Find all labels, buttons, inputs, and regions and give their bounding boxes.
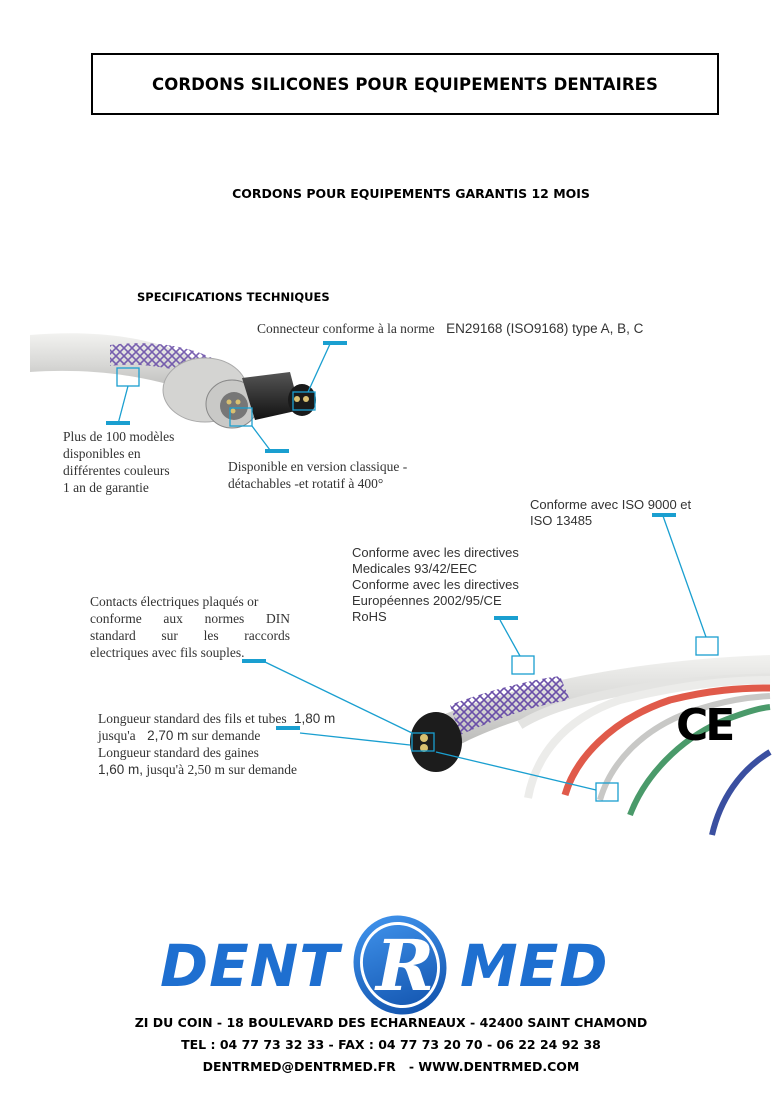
page-title: CORDONS SILICONES POUR EQUIPEMENTS DENTA… xyxy=(152,74,658,94)
contacts-callout: Contacts électriques plaqués or conforme… xyxy=(90,593,290,661)
footer-phones: TEL : 04 77 73 32 33 - FAX : 04 77 73 20… xyxy=(181,1037,601,1052)
length-value: 1,60 m, xyxy=(98,762,144,777)
length-callout: Longueur standard des fils et tubes 1,80… xyxy=(98,710,335,778)
brand-right: MED xyxy=(460,932,609,1000)
length-line-1: Longueur standard des fils et tubes 1,80… xyxy=(98,710,335,727)
footer-web: DENTRMED@DENTRMED.FR - WWW.DENTRMED.COM xyxy=(202,1059,580,1074)
contacts-line: standard sur les raccords xyxy=(90,628,290,643)
length-line-3: Longueur standard des gaines xyxy=(98,745,259,760)
length-line-4: 1,60 m, jusqu'à 2,50 m sur demande xyxy=(98,761,335,778)
contacts-line: electriques avec fils souples. xyxy=(90,645,245,660)
length-line-2: jusqu'a 2,70 m sur demande xyxy=(98,727,335,744)
length-text: Longueur standard des fils et tubes xyxy=(98,711,287,726)
connector-norm: EN29168 (ISO9168) type A, B, C xyxy=(446,321,644,336)
contacts-line: Contacts électriques plaqués or xyxy=(90,594,259,609)
length-value: 2,70 m xyxy=(147,728,189,743)
brand-left: DENT xyxy=(160,932,340,1000)
brand-middle: R xyxy=(376,924,435,1007)
specs-heading: SPECIFICATIONS TECHNIQUES xyxy=(137,290,330,304)
logo-r-emblem xyxy=(353,915,447,1015)
connector-label: Connecteur conforme à la norme xyxy=(257,321,435,336)
iso-line: ISO 13485 xyxy=(530,513,593,528)
directives-line: Européennes 2002/95/CE xyxy=(352,593,502,608)
iso-line: Conforme avec ISO 9000 et xyxy=(530,497,692,512)
directives-line: Conforme avec les directives xyxy=(352,545,519,560)
callout-bars xyxy=(106,341,676,730)
callout-lines xyxy=(116,343,719,802)
footer-address: ZI DU COIN - 18 BOULEVARD DES ECHARNEAUX… xyxy=(134,1015,648,1030)
length-text: jusqu'a xyxy=(98,728,136,743)
bottom-cable-art xyxy=(410,655,772,836)
versions-line: détachables -et rotatif à 400° xyxy=(228,476,384,491)
iso-callout: Conforme avec ISO 9000 et ISO 13485 xyxy=(530,497,691,529)
models-line: Plus de 100 modèles xyxy=(63,429,175,444)
contacts-line: conforme aux normes DIN xyxy=(90,611,290,626)
directives-callout: Conforme avec les directives Medicales 9… xyxy=(352,545,519,625)
ce-mark: CE xyxy=(676,700,735,751)
directives-line: Conforme avec les directives xyxy=(352,577,519,592)
length-text: jusqu'à 2,50 m sur demande xyxy=(146,762,297,777)
connector-callout: Connecteur conforme à la norme EN29168 (… xyxy=(257,320,643,337)
directives-line: Medicales 93/42/EEC xyxy=(352,561,478,576)
brand-logo: DENT R MED xyxy=(160,924,640,1007)
versions-line: Disponible en version classique - xyxy=(228,459,408,474)
title-box: CORDONS SILICONES POUR EQUIPEMENTS DENTA… xyxy=(91,53,719,115)
directives-line: RoHS xyxy=(352,609,387,624)
versions-callout: Disponible en version classique - détach… xyxy=(228,458,407,492)
page-subtitle: CORDONS POUR EQUIPEMENTS GARANTIS 12 MOI… xyxy=(232,186,590,201)
length-value: 1,80 m xyxy=(293,711,336,726)
top-cable-art xyxy=(30,333,316,429)
models-line: 1 an de garantie xyxy=(63,480,149,495)
models-line: disponibles en xyxy=(63,446,141,461)
length-text: sur demande xyxy=(191,728,261,743)
models-line: différentes couleurs xyxy=(63,463,170,478)
models-callout: Plus de 100 modèles disponibles en diffé… xyxy=(63,428,223,496)
